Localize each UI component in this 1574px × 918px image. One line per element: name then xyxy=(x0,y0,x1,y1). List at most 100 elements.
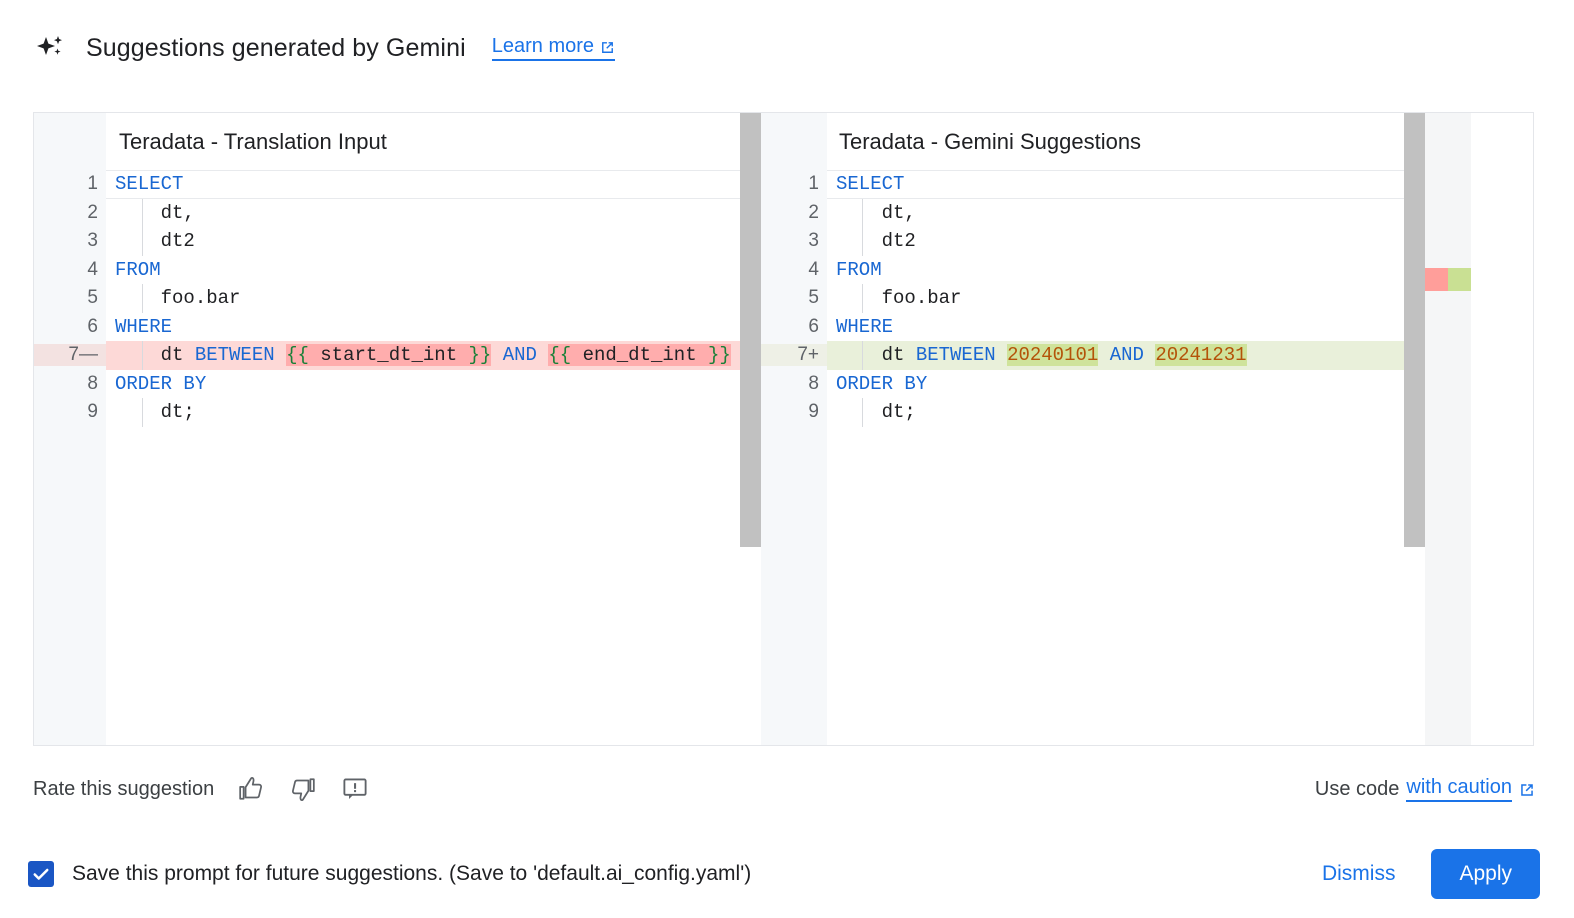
line-number: 8 xyxy=(87,372,98,394)
code-text: foo.bar xyxy=(827,287,962,310)
code-line[interactable]: 8 ORDER BY xyxy=(34,370,761,399)
code-token: SELECT xyxy=(115,173,184,196)
code-token xyxy=(491,344,502,366)
code-line[interactable]: 9 dt; xyxy=(761,398,1471,427)
code-token: {{ xyxy=(286,344,309,367)
sparkle-icon xyxy=(33,32,67,66)
panel-header: Suggestions generated by Gemini Learn mo… xyxy=(33,26,616,70)
line-number: 3 xyxy=(87,230,98,252)
code-token: SELECT xyxy=(836,173,905,196)
indent-guide xyxy=(862,398,863,427)
code-line[interactable]: 3 dt2 xyxy=(34,227,761,256)
code-token: start_dt_int xyxy=(308,344,469,367)
code-text: SELECT xyxy=(827,173,904,195)
line-background xyxy=(106,170,761,199)
scrollbar-vertical-right[interactable] xyxy=(1404,113,1425,745)
line-background xyxy=(827,398,1471,427)
code-line[interactable]: 3 dt2 xyxy=(761,227,1471,256)
scrollbar-thumb[interactable] xyxy=(740,113,761,547)
code-line[interactable]: 5 foo.bar xyxy=(761,284,1471,313)
save-prompt-checkbox[interactable] xyxy=(28,861,54,887)
code-token xyxy=(275,344,286,366)
diff-viewer: Teradata - Translation Input 1 SELECT 2 dt… xyxy=(33,112,1534,746)
code-token: BETWEEN xyxy=(194,344,275,367)
code-text: ORDER BY xyxy=(106,373,206,395)
indent-guide xyxy=(142,341,143,370)
indent-guide xyxy=(142,398,143,427)
editor-translation-input[interactable]: Teradata - Translation Input 1 SELECT 2 dt… xyxy=(34,113,761,745)
pane-title-right: Teradata - Gemini Suggestions xyxy=(761,113,1471,170)
code-token: }} xyxy=(708,344,731,367)
code-line[interactable]: 2 dt, xyxy=(34,199,761,228)
line-number: 6 xyxy=(808,315,819,337)
code-token: dt; xyxy=(836,401,916,424)
pane-title-left: Teradata - Translation Input xyxy=(34,113,761,170)
learn-more-label: Learn more xyxy=(491,35,595,57)
code-token: AND xyxy=(502,344,537,367)
code-token: ORDER BY xyxy=(836,372,928,395)
code-line[interactable]: 1 SELECT xyxy=(34,170,761,199)
save-prompt-label: Save this prompt for future suggestions.… xyxy=(72,862,752,885)
code-token xyxy=(996,344,1007,366)
code-text: dt BETWEEN 20240101 AND 20241231 xyxy=(827,344,1247,367)
code-text: foo.bar xyxy=(106,287,241,310)
line-number: 9 xyxy=(808,401,819,423)
line-number: 3 xyxy=(808,230,819,252)
code-line[interactable]: 6 WHERE xyxy=(761,313,1471,342)
line-background xyxy=(827,227,1471,256)
code-token xyxy=(1144,344,1155,366)
line-number: 5 xyxy=(808,287,819,309)
code-line[interactable]: 4 FROM xyxy=(761,256,1471,285)
line-number-gutter-background xyxy=(761,113,827,745)
line-number: 6 xyxy=(87,315,98,337)
code-line[interactable]: 7+ dt BETWEEN 20240101 AND 20241231 xyxy=(761,341,1471,370)
line-background xyxy=(827,256,1471,285)
thumb-down-icon[interactable] xyxy=(288,774,318,804)
thumb-up-icon[interactable] xyxy=(236,774,266,804)
code-text: FROM xyxy=(827,259,882,281)
dismiss-button[interactable]: Dismiss xyxy=(1308,852,1410,896)
with-caution-link[interactable]: with caution xyxy=(1406,776,1512,802)
code-text: dt2 xyxy=(827,230,916,252)
code-token: dt xyxy=(836,344,916,367)
code-token: FROM xyxy=(115,258,161,281)
line-background xyxy=(106,313,761,342)
scrollbar-vertical-left[interactable] xyxy=(740,113,761,745)
line-number: 4 xyxy=(808,258,819,280)
indent-guide xyxy=(862,341,863,370)
code-line[interactable]: 7— dt BETWEEN {{ start_dt_int }} AND {{ … xyxy=(34,341,761,370)
code-token: foo.bar xyxy=(115,287,241,310)
indent-guide xyxy=(142,198,143,256)
code-token: 20240101 xyxy=(1007,344,1099,367)
report-feedback-icon[interactable] xyxy=(340,774,370,804)
scrollbar-thumb[interactable] xyxy=(1404,113,1425,547)
use-code-note: Use code with caution xyxy=(1315,776,1534,802)
learn-more-link[interactable]: Learn more xyxy=(491,35,616,61)
code-token: foo.bar xyxy=(836,287,962,310)
line-number: 1 xyxy=(87,173,98,195)
code-line[interactable]: 5 foo.bar xyxy=(34,284,761,313)
indent-guide xyxy=(142,284,143,313)
code-line[interactable]: 2 dt, xyxy=(761,199,1471,228)
code-line[interactable]: 9 dt; xyxy=(34,398,761,427)
use-code-prefix: Use code xyxy=(1314,777,1400,800)
line-number: 2 xyxy=(87,201,98,223)
code-token: dt; xyxy=(115,401,195,424)
line-background xyxy=(106,256,761,285)
code-text: dt; xyxy=(827,401,916,423)
line-number: 9 xyxy=(87,401,98,423)
line-background xyxy=(827,170,1471,199)
code-text: dt2 xyxy=(106,230,195,252)
code-text: FROM xyxy=(106,259,161,281)
indent-guide xyxy=(862,198,863,256)
apply-button[interactable]: Apply xyxy=(1431,849,1540,899)
overview-ruler[interactable] xyxy=(1425,113,1471,745)
code-token: WHERE xyxy=(836,315,894,338)
